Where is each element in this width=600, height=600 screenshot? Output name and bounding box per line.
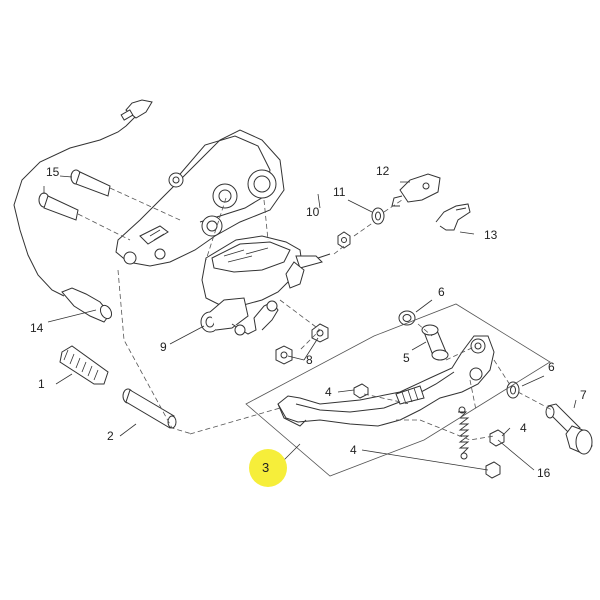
callout-9[interactable]: 9 <box>160 340 167 354</box>
callout-4c[interactable]: 4 <box>350 443 357 457</box>
assembly-lines <box>77 187 553 441</box>
callout-6a[interactable]: 6 <box>438 285 445 299</box>
footrest-bracket <box>115 129 285 267</box>
callout-2[interactable]: 2 <box>107 429 114 443</box>
callout-5[interactable]: 5 <box>403 351 410 365</box>
bolt-15a <box>70 169 111 197</box>
clip-13 <box>435 203 471 231</box>
screw-4a <box>353 383 369 399</box>
callout-8[interactable]: 8 <box>306 353 313 367</box>
callout-13[interactable]: 13 <box>484 228 498 242</box>
clevis-12 <box>391 173 441 207</box>
master-cylinder <box>200 235 331 336</box>
pivot-bolt-7 <box>545 403 593 455</box>
bushing-5 <box>421 324 449 361</box>
nut-10 <box>337 231 351 249</box>
brake-pedal-lever <box>277 335 495 427</box>
callout-7[interactable]: 7 <box>580 388 587 402</box>
callout-1[interactable]: 1 <box>38 377 45 391</box>
bolt-15b <box>38 192 79 221</box>
footpeg-rubber-1 <box>59 345 109 385</box>
callout-16[interactable]: 16 <box>537 466 551 480</box>
leader-lines <box>43 175 577 471</box>
washer-11 <box>371 207 385 225</box>
screw-4c <box>485 461 501 479</box>
callout-11[interactable]: 11 <box>333 185 346 199</box>
selected-part-highlight[interactable] <box>249 449 287 487</box>
callout-6b[interactable]: 6 <box>548 360 555 374</box>
callout-4b[interactable]: 4 <box>520 421 527 435</box>
callout-14[interactable]: 14 <box>30 321 44 335</box>
footpeg-pin-2 <box>122 388 177 429</box>
nut-8 <box>275 323 329 365</box>
callout-12[interactable]: 12 <box>376 164 390 178</box>
spring-16 <box>458 406 470 460</box>
callout-4a[interactable]: 4 <box>325 385 332 399</box>
brake-switch-cable <box>13 99 153 323</box>
callout-10[interactable]: 10 <box>306 205 320 219</box>
callout-15[interactable]: 15 <box>46 165 60 179</box>
callout-3[interactable]: 3 <box>262 460 270 475</box>
pedal-group-outline <box>245 303 551 477</box>
washer-6b <box>506 381 520 399</box>
